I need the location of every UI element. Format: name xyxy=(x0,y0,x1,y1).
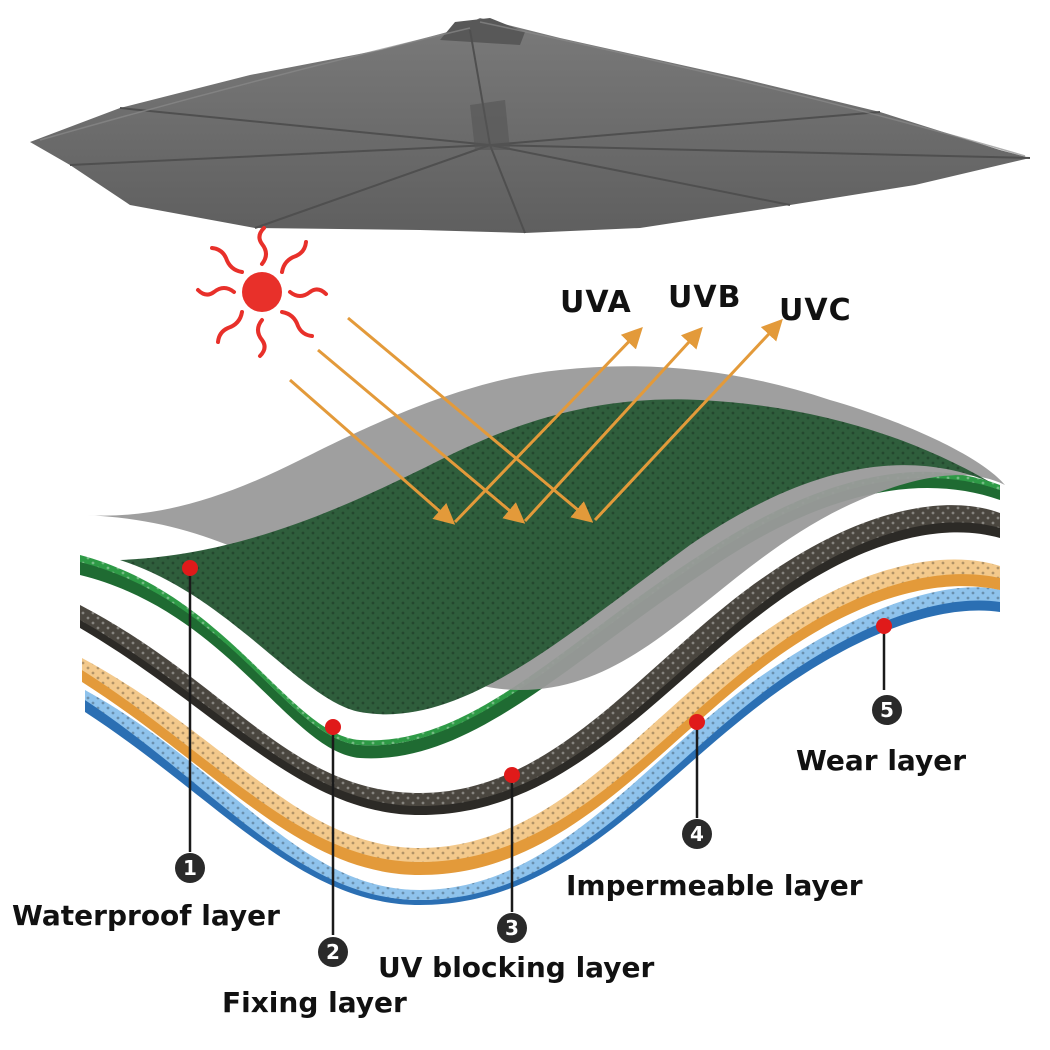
layer-4-impermeable xyxy=(82,559,1000,875)
reflected-rays xyxy=(453,318,783,524)
badge-2-number: 2 xyxy=(326,940,340,964)
ray-label-uva: UVA xyxy=(560,285,632,320)
incoming-rays xyxy=(289,316,594,525)
label-waterproof-layer: Waterproof layer xyxy=(12,899,280,932)
leader-lines xyxy=(188,568,886,935)
badge-3: 3 xyxy=(497,913,527,943)
badge-4-number: 4 xyxy=(690,822,704,846)
label-fixing-layer: Fixing layer xyxy=(222,986,407,1019)
badge-1: 1 xyxy=(175,853,205,883)
label-uv-blocking-layer: UV blocking layer xyxy=(378,951,654,984)
label-wear-layer: Wear layer xyxy=(796,744,966,777)
ray-label-uvb: UVB xyxy=(668,280,741,315)
sun-icon xyxy=(196,226,328,358)
layer-3-uv-blocking xyxy=(80,505,1000,815)
badge-5: 5 xyxy=(872,695,902,725)
badge-3-number: 3 xyxy=(505,916,519,940)
ray-label-uvc: UVC xyxy=(779,293,852,328)
badge-5-number: 5 xyxy=(880,698,894,722)
layer-markers xyxy=(182,560,892,783)
badge-4: 4 xyxy=(682,819,712,849)
label-impermeable-layer: Impermeable layer xyxy=(566,869,863,902)
badge-1-number: 1 xyxy=(183,856,197,880)
layer-1-waterproof xyxy=(85,366,1005,715)
badge-2: 2 xyxy=(318,937,348,967)
umbrella-icon xyxy=(30,18,1031,234)
